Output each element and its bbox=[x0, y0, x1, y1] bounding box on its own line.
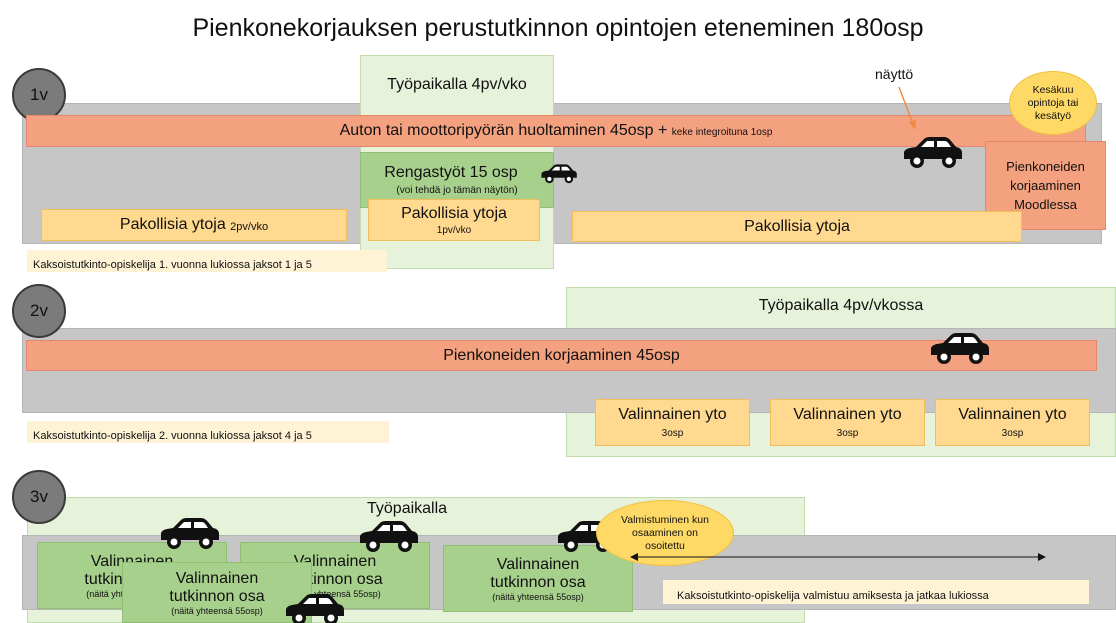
year2-note: Kaksoistutkinto-opiskelija 2. vuonna luk… bbox=[27, 421, 389, 443]
year3-module-note: (näitä yhteensä 55osp) bbox=[171, 605, 263, 616]
year2-main-bar: Pienkoneiden korjaaminen 45osp bbox=[26, 340, 1097, 371]
year1-yto-left-small: 2pv/vko bbox=[230, 220, 269, 233]
year3-module-line2: tutkinnon osa bbox=[169, 587, 265, 605]
car-icon bbox=[161, 518, 219, 549]
page-title: Pienkonekorjauksen perustutkinnon opinto… bbox=[192, 14, 924, 42]
year3-note-text: Kaksoistutkinto-opiskelija valmistuu ami… bbox=[677, 590, 989, 602]
year1-workplace-label: Työpaikalla 4pv/vko bbox=[387, 76, 527, 93]
year2-elective-label: Valinnainen yto bbox=[618, 406, 727, 423]
year1-yto-mid: Pakollisia ytoja 1pv/vko bbox=[368, 199, 540, 241]
year3-badge: 3v bbox=[12, 470, 66, 524]
graduation-bubble: Valmistuminen kun osaaminen on osoitettu bbox=[596, 500, 734, 566]
car-icon bbox=[360, 521, 418, 552]
car-icon bbox=[931, 333, 989, 364]
year1-yto-left-label: Pakollisia ytoja bbox=[119, 216, 231, 233]
year2-elective-3: Valinnainen yto 3osp bbox=[935, 399, 1090, 446]
year3-module-3: Valinnainen tutkinnon osa (näitä yhteens… bbox=[122, 562, 312, 623]
year3-module-line1: Valinnainen bbox=[293, 552, 377, 570]
year2-elective-credits: 3osp bbox=[1001, 428, 1024, 439]
year2-main-bar-label: Pienkoneiden korjaaminen 45osp bbox=[443, 346, 680, 364]
year3-module-4: Valinnainen tutkinnon osa (näitä yhteens… bbox=[443, 545, 633, 612]
year1-yto-left: Pakollisia ytoja 2pv/vko bbox=[41, 209, 347, 241]
year3-module-line1: Valinnainen bbox=[496, 555, 580, 573]
year1-yto-right-label: Pakollisia ytoja bbox=[744, 217, 850, 235]
year1-main-bar-label: Auton tai moottoripyörän huoltaminen 45o… bbox=[339, 122, 672, 139]
year1-badge: 1v bbox=[12, 68, 66, 122]
year2-elective-credits: 3osp bbox=[661, 428, 684, 439]
year2-note-text: Kaksoistutkinto-opiskelija 2. vuonna luk… bbox=[33, 430, 312, 442]
naytto-arrow bbox=[898, 86, 916, 130]
year3-module-note: (näitä yhteensä 55osp) bbox=[289, 588, 381, 599]
year1-tyres-box: Rengastyöt 15 osp (voi tehdä jo tämän nä… bbox=[360, 152, 554, 208]
year2-elective-1: Valinnainen yto 3osp bbox=[595, 399, 750, 446]
year2-elective-credits: 3osp bbox=[836, 428, 859, 439]
year3-workplace-label: Työpaikalla bbox=[367, 500, 448, 517]
year3-module-note: (näitä yhteensä 55osp) bbox=[492, 591, 584, 602]
year1-note-text: Kaksoistutkinto-opiskelija 1. vuonna luk… bbox=[33, 259, 312, 271]
year1-tyres-label: Rengastyöt 15 osp bbox=[384, 164, 518, 181]
graduation-arrow bbox=[630, 553, 1046, 561]
graduation-label: Valmistuminen kun osaaminen on osoitettu bbox=[621, 513, 709, 552]
year3-module-line2: tutkinnon osa bbox=[490, 573, 586, 591]
year3-note: Kaksoistutkinto-opiskelija valmistuu ami… bbox=[663, 580, 1089, 604]
year2-elective-label: Valinnainen yto bbox=[958, 406, 1067, 423]
year2-workplace-label: Työpaikalla 4pv/vkossa bbox=[758, 297, 924, 314]
year3-module-line1: Valinnainen bbox=[175, 569, 259, 587]
year1-tyres-note: (voi tehdä jo tämän näytön) bbox=[396, 185, 518, 196]
year1-yto-mid-label: Pakollisia ytoja bbox=[401, 204, 507, 222]
summer-label: Kesäkuu opintoja tai kesätyö bbox=[1027, 83, 1079, 122]
year1-yto-mid-small: 1pv/vko bbox=[436, 224, 472, 236]
car-icon bbox=[904, 137, 962, 168]
car-icon bbox=[286, 594, 344, 623]
year1-note: Kaksoistutkinto-opiskelija 1. vuonna luk… bbox=[27, 250, 387, 272]
car-icon bbox=[541, 164, 577, 184]
year2-badge: 2v bbox=[12, 284, 66, 338]
year2-elective-2: Valinnainen yto 3osp bbox=[770, 399, 925, 446]
summer-bubble: Kesäkuu opintoja tai kesätyö bbox=[1009, 71, 1097, 135]
moodle-label: Pienkoneiden korjaaminen Moodlessa bbox=[1006, 159, 1085, 212]
year1-yto-right: Pakollisia ytoja bbox=[572, 211, 1022, 242]
year1-main-bar: Auton tai moottoripyörän huoltaminen 45o… bbox=[26, 115, 1086, 147]
year2-elective-label: Valinnainen yto bbox=[793, 406, 902, 423]
year1-main-bar-small: keke integroituna 1osp bbox=[671, 127, 773, 138]
naytto-label: näyttö bbox=[875, 66, 914, 82]
